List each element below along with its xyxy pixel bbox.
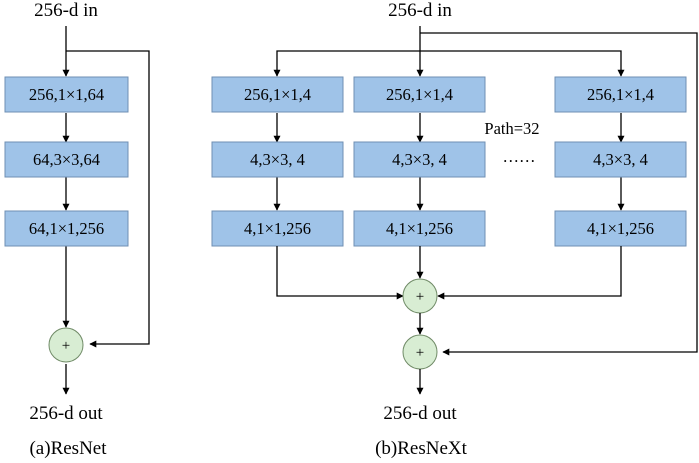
resnext-conv-block-label: 4,3×3, 4 (250, 150, 305, 169)
resnext-output-label: 256-d out (383, 403, 457, 424)
resnext-arrow-path-32-in (420, 50, 625, 77)
resnet-conv-block: 256,1×1,64 (4, 76, 129, 113)
resnext-conv-block: 4,3×3, 4 (353, 141, 486, 178)
plus-icon: + (416, 345, 424, 361)
resnext-path-1: 256,1×1,4 4,3×3, 4 4,1×1,256 (211, 76, 344, 247)
resnet-conv-block-label: 64,1×1,256 (29, 219, 104, 238)
resnext-conv-block: 256,1×1,4 (353, 76, 486, 113)
resnext-conv-block-label: 4,3×3, 4 (392, 150, 447, 169)
resnet-conv-block-label: 64,3×3,64 (33, 150, 100, 169)
resnext-residual-sum-node: + (402, 334, 438, 370)
resnext-path-2: 256,1×1,4 4,3×3, 4 4,1×1,256 (353, 76, 486, 247)
resnext-conv-block-label: 4,1×1,256 (386, 219, 453, 238)
resnext-arrow-path-32-to-aggregate (437, 246, 622, 300)
resnet-block: 256-d in 256,1×1,64 64,3×3,64 64,1×1,256… (4, 0, 150, 459)
resnet-output-label: 256-d out (29, 403, 103, 424)
resnet-conv-block: 64,3×3,64 (4, 141, 129, 178)
resnext-conv-block-label: 256,1×1,4 (244, 85, 311, 104)
ellipsis-label: …… (503, 147, 536, 166)
resnet-sum-node: + (48, 327, 84, 363)
resnext-conv-block-label: 256,1×1,4 (587, 85, 654, 104)
resnext-input-label: 256-d in (388, 0, 452, 21)
resnet-input-label: 256-d in (34, 0, 98, 21)
resnet-conv-block-label: 256,1×1,64 (29, 85, 104, 104)
resnext-conv-block: 4,3×3, 4 (554, 141, 687, 178)
resnext-conv-block-label: 256,1×1,4 (386, 85, 453, 104)
resnext-conv-block-label: 4,1×1,256 (244, 219, 311, 238)
resnext-conv-block: 4,1×1,256 (554, 210, 687, 247)
resnext-conv-block: 4,3×3, 4 (211, 141, 344, 178)
resnext-conv-block: 256,1×1,4 (554, 76, 687, 113)
resnet-skip-connection (66, 50, 150, 348)
resnext-aggregate-node: + (402, 278, 438, 314)
resnext-block: 256-d in 256,1×1,4 4,3×3, 4 4,1×1,256 (211, 0, 698, 459)
resnext-conv-block-label: 4,1×1,256 (587, 219, 654, 238)
resnext-skip-connection (420, 32, 698, 356)
plus-icon: + (62, 338, 70, 354)
resnext-path-32: 256,1×1,4 4,3×3, 4 4,1×1,256 (554, 76, 687, 247)
plus-icon: + (416, 289, 424, 305)
resnext-conv-block: 4,1×1,256 (353, 210, 486, 247)
resnext-arrow-path-1-to-aggregate (276, 246, 404, 300)
resnext-conv-block: 4,1×1,256 (211, 210, 344, 247)
resnet-caption: (a)ResNet (29, 438, 107, 459)
resnext-conv-block: 256,1×1,4 (211, 76, 344, 113)
resnet-conv-block: 64,1×1,256 (4, 210, 129, 247)
resnext-arrow-path-1-in (273, 50, 420, 77)
resnext-conv-block-label: 4,3×3, 4 (593, 150, 648, 169)
path-count-label: Path=32 (484, 119, 539, 138)
resnext-caption: (b)ResNeXt (375, 438, 468, 459)
